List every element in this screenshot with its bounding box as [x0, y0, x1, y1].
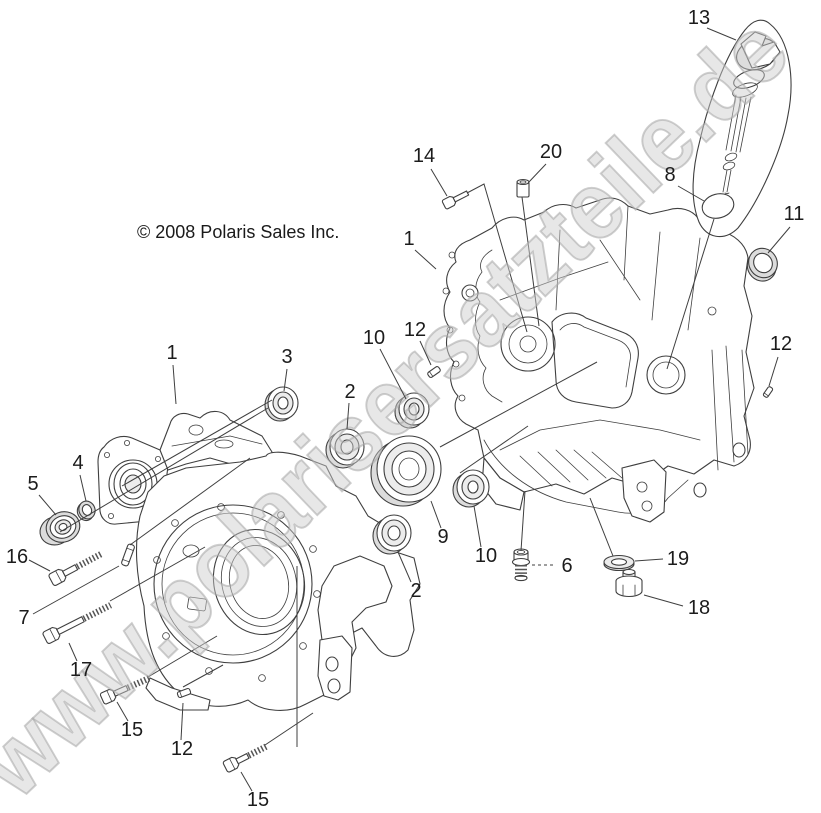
callout-label-17: 17 [70, 659, 92, 681]
dowel-12-right [762, 386, 774, 398]
callout-label-6: 6 [561, 555, 572, 577]
leader-line-12 [768, 356, 779, 387]
leader-line-16 [28, 559, 51, 572]
bearing-2-right [372, 514, 412, 555]
assembly-line [439, 361, 598, 448]
assembly-line [466, 183, 528, 333]
callout-label-12: 12 [770, 333, 792, 355]
dipstick-13 [692, 19, 792, 238]
copyright-text: © 2008 Polaris Sales Inc. [137, 222, 339, 242]
bolt-14 [441, 190, 470, 210]
leader-line-2 [397, 551, 412, 583]
leader-line-11 [767, 226, 791, 254]
assembly-line [589, 497, 614, 557]
callout-label-12: 12 [404, 319, 426, 341]
leader-line-12 [419, 340, 432, 366]
leader-line-2 [346, 402, 350, 430]
drain-plug-18 [615, 568, 643, 598]
assembly-line [59, 407, 269, 533]
callout-label-15: 15 [247, 789, 269, 811]
bolt-17 [42, 602, 113, 644]
bearing-3 [264, 386, 299, 422]
leader-line-1 [414, 249, 437, 270]
callout-label-4: 4 [72, 452, 83, 474]
leader-line-5 [38, 494, 57, 516]
leader-line-4 [79, 474, 87, 502]
callout-label-20: 20 [540, 141, 562, 163]
leader-line-12 [180, 702, 184, 741]
seal-11 [746, 247, 778, 282]
leader-line-15 [240, 771, 253, 792]
assembly-line [520, 490, 526, 552]
assembly-line [264, 712, 314, 746]
callout-label-2: 2 [410, 580, 421, 602]
assembly-line [459, 425, 529, 474]
callout-label-13: 13 [688, 7, 710, 29]
leader-line-1 [172, 364, 177, 405]
fitting-6 [511, 548, 531, 582]
leader-line-9 [430, 500, 442, 529]
assembly-line [147, 635, 218, 678]
callout-label-19: 19 [667, 548, 689, 570]
callout-label-12: 12 [171, 738, 193, 760]
assembly-lines [59, 183, 715, 747]
leader-line-18 [643, 594, 684, 607]
callout-label-2: 2 [344, 381, 355, 403]
leader-line-17 [68, 642, 78, 662]
assembly-line [129, 457, 251, 546]
leader-line-8 [677, 185, 705, 202]
oring-4 [76, 500, 96, 522]
callout-label-15: 15 [121, 719, 143, 741]
callout-label-10: 10 [475, 545, 497, 567]
leader-line-10 [379, 348, 407, 400]
bearing-10-left [394, 392, 430, 429]
bearing-10-right [452, 469, 490, 508]
washer-19 [603, 554, 635, 572]
plug-5 [39, 511, 81, 546]
leader-line-3 [283, 368, 288, 392]
assembly-line [521, 196, 540, 327]
stud-7 [121, 543, 135, 567]
callout-label-10: 10 [363, 327, 385, 349]
callout-label-14: 14 [413, 145, 435, 167]
left-crankcase-half [97, 410, 421, 711]
leader-line-7 [32, 565, 120, 615]
callout-label-11: 11 [784, 203, 805, 225]
assembly-line [121, 399, 273, 487]
callout-label-3: 3 [281, 346, 292, 368]
bolt-15-rear [222, 743, 269, 773]
assembly-line [182, 664, 224, 688]
leader-line-14 [430, 168, 448, 197]
leader-line-15 [116, 701, 129, 722]
assembly-line [109, 546, 206, 602]
bolt-15-front [99, 675, 151, 705]
dowel-12-center [427, 366, 441, 378]
callout-label-5: 5 [27, 473, 38, 495]
callout-label-9: 9 [437, 526, 448, 548]
callout-label-16: 16 [6, 546, 28, 568]
leader-line-20 [527, 163, 547, 184]
assembly-line [666, 218, 715, 370]
bearing-9 [370, 435, 442, 507]
leader-line-10 [473, 505, 482, 548]
leader-line-13 [706, 27, 737, 41]
leader-line-19 [634, 558, 664, 562]
callout-label-18: 18 [688, 597, 710, 619]
bolt-16 [48, 550, 104, 586]
dowel-12-bottom [176, 687, 192, 699]
callout-label-1: 1 [166, 342, 177, 364]
callout-label-8: 8 [664, 164, 675, 186]
callout-label-1: 1 [403, 228, 414, 250]
callout-label-7: 7 [18, 607, 29, 629]
grommet-8 [701, 193, 735, 219]
bushing-20 [516, 178, 530, 198]
